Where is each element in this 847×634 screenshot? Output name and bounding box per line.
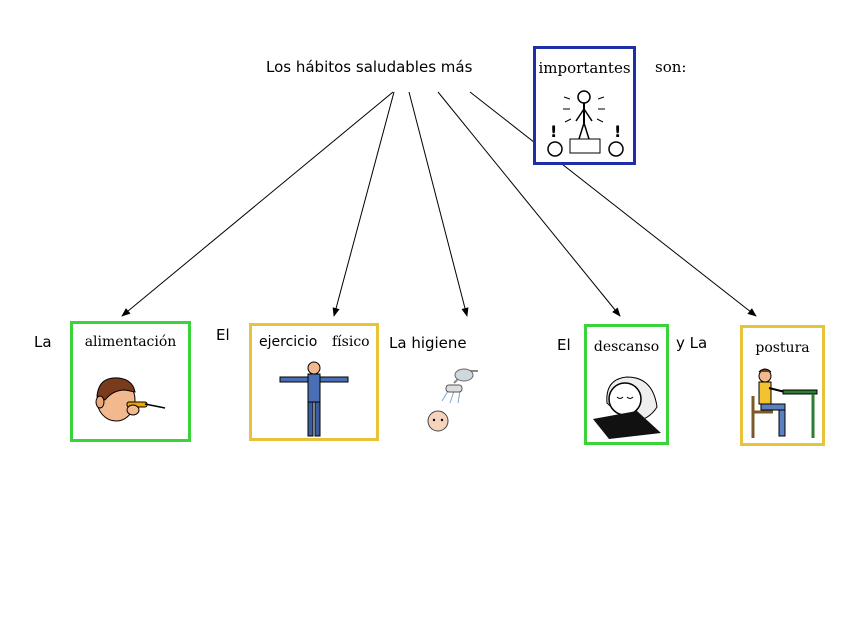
intro-text: Los hábitos saludables más [266,58,473,76]
text-y-la: y La [676,334,708,352]
article-el-1: El [216,326,230,344]
card-ejercicio-fisico: ejercicio físico [249,323,379,441]
card-descanso: descanso [584,324,669,445]
arrow-higiene [408,91,469,317]
card-postura: postura [740,325,825,446]
sitting-posture-icon [751,368,818,438]
card-label: alimentación [84,334,177,350]
svg-text:!: ! [550,122,557,141]
person-on-podium-icon: ! ! [547,90,624,157]
card-alimentacion: alimentación [70,321,191,442]
arrow-ejercicio [332,91,395,317]
sleeping-icon [593,376,661,439]
shower-icon [427,368,478,432]
text-la-higiene: La higiene [389,334,467,352]
arrow-descanso [437,91,621,317]
article-el-2: El [557,336,571,354]
suffix-text: son: [655,58,687,76]
card-label-fisico: físico [332,334,370,350]
card-label: descanso [593,339,660,355]
card-label-ejercicio: ejercicio [259,334,318,350]
eating-icon [95,377,166,422]
keyword-label: importantes [538,59,631,77]
article-la-1: La [34,333,52,351]
arrow-alimentacion [121,91,394,317]
card-label: postura [755,340,810,356]
svg-text:!: ! [614,122,621,141]
person-exercise-icon [279,361,349,437]
keyword-card-importantes: importantes ! ! [533,46,636,165]
arrow-postura [469,91,757,317]
